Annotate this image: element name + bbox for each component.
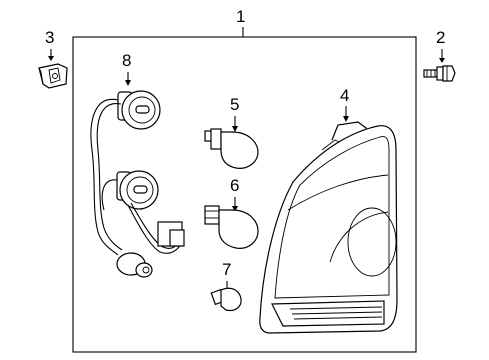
bulb-5-part [204,128,259,169]
callout-4: 4 [340,86,349,122]
socket-harness-part [90,90,185,278]
callout-7-label: 7 [222,260,231,279]
callout-4-label: 4 [340,86,349,105]
callout-8: 8 [122,51,131,86]
assembly-frame [72,36,417,353]
callout-5-label: 5 [230,95,239,114]
callout-1-label: 1 [236,7,245,26]
clip-nut-part [38,63,68,89]
bulb-6-part [204,205,259,249]
callout-3-label: 3 [45,28,54,47]
callout-8-label: 8 [122,51,131,70]
callout-3: 3 [45,28,54,61]
bolt-part [423,65,456,82]
callout-1: 1 [236,7,245,37]
callout-5: 5 [230,95,239,132]
bulb-7-part [210,287,242,312]
callout-6: 6 [230,176,239,212]
callout-6-label: 6 [230,176,239,195]
tail-lamp-housing-part [259,121,398,334]
callout-2: 2 [436,28,445,63]
callout-2-label: 2 [436,28,445,47]
